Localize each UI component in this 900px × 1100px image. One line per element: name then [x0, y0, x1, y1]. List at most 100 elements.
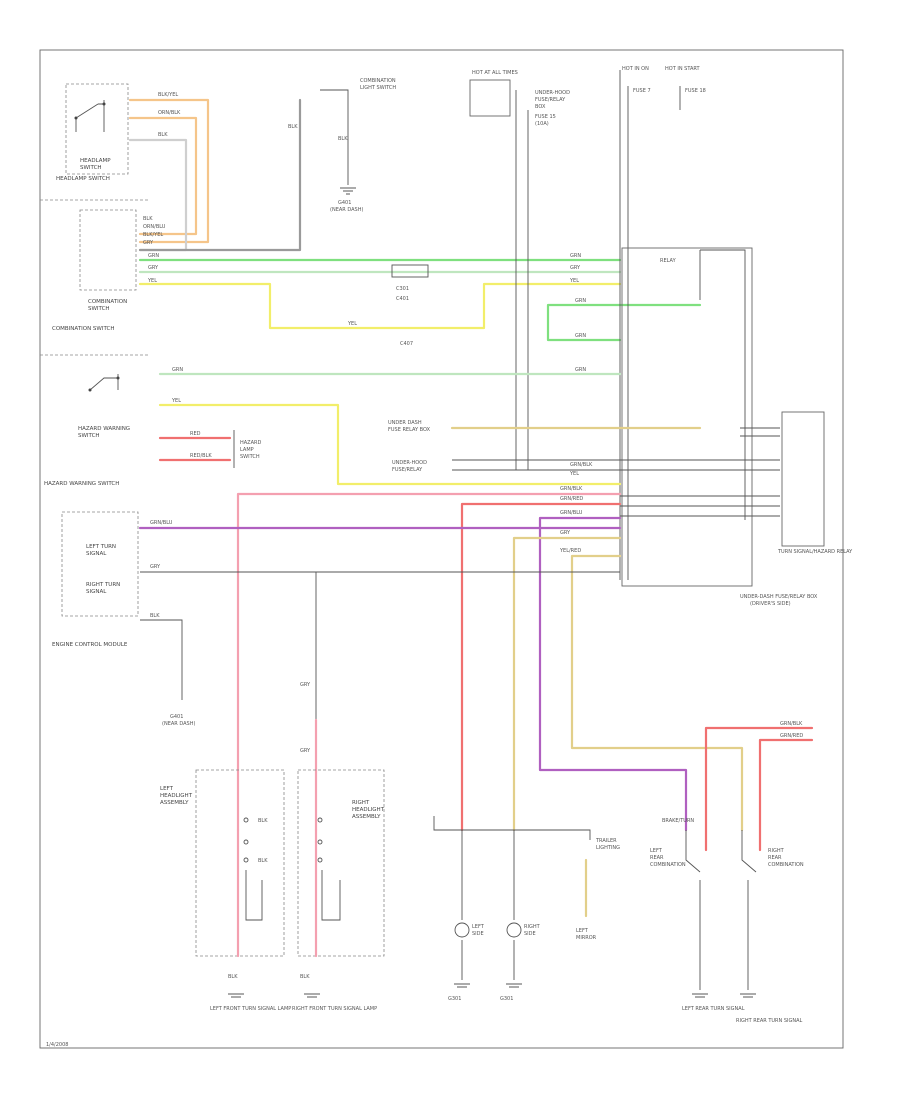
svg-text:FUSE/RELAY: FUSE/RELAY: [535, 97, 566, 103]
svg-text:GRN/BLK: GRN/BLK: [560, 486, 583, 492]
svg-text:LIGHT SWITCH: LIGHT SWITCH: [360, 85, 396, 91]
turn-unit-box: [781, 411, 825, 547]
right-rear-turn-label: RIGHT REAR TURN SIGNAL: [736, 1018, 803, 1024]
left-front-turn-label: LEFT FRONT TURN SIGNAL LAMP: [210, 1006, 291, 1012]
svg-text:HEADLIGHT: HEADLIGHT: [160, 793, 193, 799]
svg-text:BLK: BLK: [300, 974, 310, 980]
svg-text:BLK: BLK: [143, 216, 153, 222]
svg-text:UNDER-HOOD: UNDER-HOOD: [535, 90, 570, 96]
svg-text:LIGHTING: LIGHTING: [596, 845, 620, 851]
green-loop-right: GRN GRN C407: [400, 298, 702, 347]
svg-text:TRAILER: TRAILER: [595, 838, 617, 844]
footer-code: 1/4/2008: [46, 1042, 68, 1048]
svg-text:BLK/YEL: BLK/YEL: [158, 92, 178, 98]
svg-text:LEFT: LEFT: [160, 786, 174, 792]
svg-text:UNDER DASH: UNDER DASH: [388, 420, 422, 426]
svg-text:SWITCH: SWITCH: [88, 306, 110, 312]
svg-text:ORN/BLK: ORN/BLK: [158, 110, 181, 116]
front-lamp-right: RIGHT HEADLIGHT ASSEMBLY BLK RIGHT FRONT…: [292, 769, 385, 1012]
turn-switch-box: [61, 511, 139, 617]
svg-text:BLK: BLK: [338, 136, 348, 142]
svg-text:FUSE RELAY BOX: FUSE RELAY BOX: [388, 427, 431, 433]
svg-text:FUSE 15: FUSE 15: [535, 114, 556, 120]
svg-text:HAZARD WARNING: HAZARD WARNING: [78, 426, 130, 432]
svg-text:(NEAR DASH): (NEAR DASH): [162, 721, 195, 727]
rear-lamp-group: GRN/BLK GRN/RED BRAKE/TURN LEFT REAR COM…: [650, 721, 814, 1024]
gray-vertical: GRY GRY: [300, 572, 318, 832]
svg-text:BLK: BLK: [258, 818, 268, 824]
svg-text:YEL: YEL: [147, 278, 157, 284]
svg-text:SIGNAL: SIGNAL: [86, 589, 107, 595]
svg-text:COMBINATION: COMBINATION: [768, 862, 804, 868]
svg-text:YEL: YEL: [569, 471, 579, 477]
svg-text:GRY: GRY: [300, 682, 311, 688]
side-marker-group: TRAILER LIGHTING LEFT SIDE RIGHT SIDE LE…: [433, 816, 620, 1002]
svg-text:HEADLAMP: HEADLAMP: [80, 158, 111, 164]
right-front-turn-label: RIGHT FRONT TURN SIGNAL LAMP: [292, 1006, 377, 1012]
svg-text:BLK/YEL: BLK/YEL: [143, 232, 163, 238]
svg-text:LEFT: LEFT: [472, 924, 485, 930]
svg-text:COMBINATION: COMBINATION: [650, 862, 686, 868]
svg-text:UNDER-HOOD: UNDER-HOOD: [392, 460, 427, 466]
svg-text:GRY: GRY: [150, 564, 161, 570]
svg-text:GRY: GRY: [570, 265, 581, 271]
tan-wires-mid: UNDER DASH FUSE RELAY BOX UNDER-HOOD FUS…: [388, 420, 780, 477]
svg-text:LEFT TURN: LEFT TURN: [86, 544, 116, 550]
svg-text:ASSEMBLY: ASSEMBLY: [160, 800, 189, 806]
svg-text:G401: G401: [170, 714, 183, 720]
svg-text:COMBINATION: COMBINATION: [88, 299, 127, 305]
headlamp-switch-group: HEADLAMP SWITCH HEADLAMP SWITCH COMBINAT…: [40, 83, 150, 332]
fuse-box: [469, 79, 511, 117]
svg-text:SIDE: SIDE: [524, 931, 536, 937]
svg-text:C407: C407: [400, 341, 413, 347]
svg-text:YEL/RED: YEL/RED: [559, 548, 581, 554]
right-front-lamp-box: [297, 769, 385, 957]
svg-text:MIRROR: MIRROR: [576, 935, 597, 941]
svg-text:GRN/BLU: GRN/BLU: [560, 510, 583, 516]
hot-in-on-label: HOT IN ON: [622, 66, 649, 72]
green-wires: GRN GRY C301 GRN GRY: [138, 253, 622, 292]
svg-text:GRN: GRN: [172, 367, 183, 373]
orange-wires: BLK/YEL ORN/BLK BLK BLK ORN/BLU BLK/YEL …: [128, 92, 210, 252]
svg-text:GRY: GRY: [143, 240, 154, 246]
svg-text:REAR: REAR: [768, 855, 782, 861]
svg-text:LAMP: LAMP: [240, 447, 254, 453]
svg-text:BLK: BLK: [228, 974, 238, 980]
svg-text:(10A): (10A): [535, 121, 549, 127]
svg-text:GRY: GRY: [300, 748, 311, 754]
svg-text:LEFT: LEFT: [576, 928, 589, 934]
svg-text:GRN/RED: GRN/RED: [780, 733, 803, 739]
svg-text:HAZARD: HAZARD: [240, 440, 262, 446]
left-rear-turn-label: LEFT REAR TURN SIGNAL: [682, 1006, 745, 1012]
turn-unit-label: TURN SIGNAL/HAZARD RELAY: [777, 549, 853, 555]
svg-text:SWITCH: SWITCH: [78, 433, 100, 439]
svg-text:GRN/RED: GRN/RED: [560, 496, 583, 502]
svg-text:BLK: BLK: [158, 132, 168, 138]
engine-control-label: ENGINE CONTROL MODULE: [52, 642, 128, 648]
svg-text:LEFT: LEFT: [650, 848, 663, 854]
hazard-switch-group: HAZARD WARNING SWITCH HAZARD WARNING SWI…: [40, 354, 622, 487]
svg-text:ORN/BLU: ORN/BLU: [143, 224, 166, 230]
svg-text:GRN: GRN: [575, 367, 586, 373]
svg-text:FUSE 18: FUSE 18: [685, 88, 706, 94]
svg-text:REAR: REAR: [650, 855, 664, 861]
turn-switch-group: LEFT TURN SIGNAL RIGHT TURN SIGNAL ENGIN…: [52, 511, 195, 727]
junction-box-right: RELAY TURN SIGNAL/HAZARD RELAY UNDER-DAS…: [621, 247, 853, 607]
headlamp-switch-box: [65, 83, 129, 175]
svg-text:YEL: YEL: [347, 321, 357, 327]
svg-text:SWITCH: SWITCH: [240, 454, 260, 460]
svg-text:GRN: GRN: [570, 253, 581, 259]
junction-box-label: UNDER-DASH FUSE/RELAY BOX: [740, 594, 818, 600]
hazard-switch-label: HAZARD WARNING SWITCH: [44, 481, 119, 487]
ground-icon: [340, 187, 356, 195]
svg-text:GRY: GRY: [148, 265, 159, 271]
svg-text:(DRIVER'S SIDE): (DRIVER'S SIDE): [750, 601, 791, 607]
svg-text:G301: G301: [500, 996, 513, 1002]
svg-text:RELAY: RELAY: [660, 258, 677, 264]
svg-text:BOX: BOX: [535, 104, 546, 110]
front-lamp-left: LEFT HEADLIGHT ASSEMBLY BLK BLK BLK LEFT…: [160, 769, 291, 1012]
fuse-box-top: HOT AT ALL TIMES UNDER-HOOD FUSE/RELAY B…: [469, 66, 706, 580]
svg-text:BLK: BLK: [150, 613, 160, 619]
diagram-frame: [39, 49, 844, 1049]
